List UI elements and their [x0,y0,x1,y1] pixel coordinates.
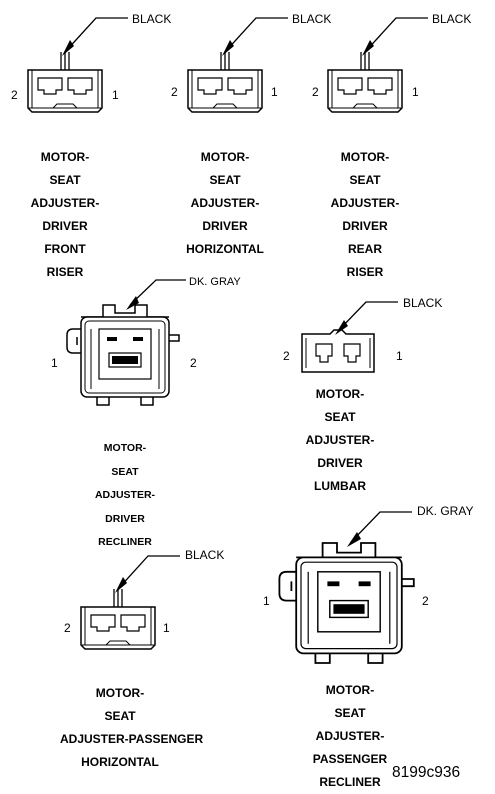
title-line: DRIVER [105,512,145,525]
title-line: RISER [346,265,384,279]
title-line: HORIZONTAL [186,242,264,256]
title-line: HORIZONTAL [81,755,159,769]
title-line: ADJUSTER- [190,196,260,210]
title-line: DRIVER [202,219,248,233]
connector-5-pin-left: 2 [283,349,290,363]
connector-6-pin-left: 2 [64,621,71,635]
title-line: MOTOR- [340,150,390,164]
connector-4-pin-right: 2 [190,356,197,370]
connector-3-pin-left: 2 [312,85,319,99]
title-line: RISER [46,265,84,279]
connector-2-title: MOTOR- SEAT ADJUSTER- DRIVER HORIZONTAL [170,146,280,261]
title-line: MOTOR- [200,150,250,164]
title-line: DRIVER [317,456,363,470]
title-line: ADJUSTER- [330,196,400,210]
title-line: MOTOR- [103,442,147,454]
connector-5-color-label: BLACK [403,296,443,310]
connector-6-color-label: BLACK [185,548,225,562]
title-line: ADJUSTER- [30,196,100,210]
title-line: ADJUSTER- [315,729,385,743]
title-line: ADJUSTER- [305,433,375,447]
title-line: SEAT [49,173,81,187]
title-line: SEAT [349,173,381,187]
connector-2-pin-left: 2 [171,85,178,99]
connector-7-title: MOTOR- SEAT ADJUSTER- PASSENGER RECLINER [300,679,400,794]
title-line: MOTOR- [325,683,375,697]
connector-2-color-label: BLACK [292,12,332,26]
title-line: MOTOR- [40,150,90,164]
title-line: MOTOR- [95,686,145,700]
connector-2-pin-right: 1 [271,85,278,99]
figure-code: 8199c936 [392,764,461,781]
title-line: DRIVER [342,219,388,233]
connector-6-title: MOTOR- SEAT ADJUSTER-PASSENGER HORIZONTA… [60,682,204,774]
title-line: PASSENGER [312,752,388,766]
connector-1-color-label: BLACK [132,12,172,26]
title-line: REAR [347,242,382,256]
title-line: MOTOR- [315,387,365,401]
connector-3-title: MOTOR- SEAT ADJUSTER- DRIVER REAR RISER [320,146,410,284]
title-line: ADJUSTER- [94,489,156,501]
connector-4-pin-left: 1 [51,356,58,370]
title-line: SEAT [104,709,136,723]
title-line: SEAT [324,410,356,424]
title-line: RECLINER [319,775,381,789]
title-line: DRIVER [42,219,88,233]
title-line: SEAT [209,173,241,187]
title-line: ADJUSTER-PASSENGER [60,732,204,746]
connector-1-pin-left: 2 [11,88,18,102]
connector-5-title: MOTOR- SEAT ADJUSTER- DRIVER LUMBAR [290,383,390,498]
connector-4-color-label: DK. GRAY [189,276,241,288]
title-line: SEAT [111,465,139,478]
title-line: FRONT [44,242,86,256]
connector-4-title: MOTOR- SEAT ADJUSTER- DRIVER RECLINER [80,437,170,555]
connector-7-pin-left: 1 [263,594,270,608]
title-line: LUMBAR [314,479,366,493]
connector-7-color-label: DK. GRAY [417,504,474,518]
title-line: RECLINER [98,536,152,548]
connector-7-pin-right: 2 [422,594,429,608]
connector-1-title: MOTOR- SEAT ADJUSTER- DRIVER FRONT RISER [20,146,110,284]
connector-6-pin-right: 1 [163,621,170,635]
connector-3-pin-right: 1 [412,85,419,99]
connector-3-color-label: BLACK [432,12,472,26]
connector-5-pin-right: 1 [396,349,403,363]
title-line: SEAT [334,706,366,720]
connector-1-pin-right: 1 [112,88,119,102]
